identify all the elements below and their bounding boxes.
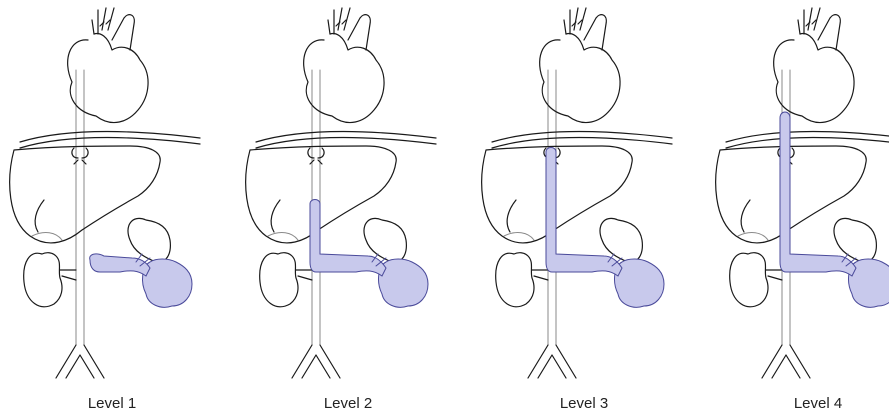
- right-kidney: [730, 253, 768, 307]
- iliac-bifurcation: [762, 345, 810, 378]
- adrenal-right: [738, 233, 768, 240]
- aortic-arch-detail: [572, 20, 582, 26]
- liver-fold: [271, 200, 280, 232]
- panel-caption: Level 1: [52, 395, 172, 412]
- iliac-bifurcation: [292, 345, 340, 378]
- anatomy-diagram: [706, 0, 889, 390]
- kidney-tumor-mass: [143, 259, 192, 307]
- panel-caption: Level 2: [288, 395, 408, 412]
- liver-fold: [35, 200, 44, 232]
- adrenal-right: [268, 233, 298, 240]
- panel-level-4: Level 4: [706, 0, 889, 417]
- right-kidney: [260, 253, 298, 307]
- panel-level-1: Level 1: [0, 0, 240, 417]
- aortic-arch-detail: [100, 20, 110, 26]
- right-kidney: [496, 253, 534, 307]
- liver-outline: [482, 146, 633, 243]
- right-renal-vein: [60, 270, 76, 280]
- great-vessels: [564, 8, 606, 50]
- hepatic-veins: [308, 148, 324, 164]
- anatomy-diagram: [472, 0, 712, 390]
- liver-fold: [741, 200, 750, 232]
- right-renal-vein: [532, 270, 548, 280]
- heart-outline: [540, 34, 620, 123]
- tumor-thrombus: [546, 148, 622, 277]
- adrenal-right: [504, 233, 534, 240]
- aortic-arch-detail: [336, 20, 346, 26]
- kidney-tumor-mass: [379, 259, 428, 307]
- left-kidney: [128, 218, 170, 262]
- panel-caption: Level 3: [524, 395, 644, 412]
- iliac-bifurcation: [56, 345, 104, 378]
- right-renal-vein: [766, 270, 782, 280]
- right-renal-vein: [296, 270, 312, 280]
- iliac-bifurcation: [528, 345, 576, 378]
- panel-level-2: Level 2: [236, 0, 476, 417]
- liver-fold: [507, 200, 516, 232]
- right-kidney: [24, 253, 62, 307]
- great-vessels: [92, 8, 134, 50]
- diaphragm-upper: [726, 132, 889, 142]
- adrenal-right: [32, 233, 62, 240]
- hepatic-veins: [72, 148, 88, 164]
- anatomy-diagram: [0, 0, 240, 390]
- liver-outline: [716, 146, 867, 243]
- liver-outline: [10, 146, 161, 243]
- kidney-tumor-mass: [615, 259, 664, 307]
- aortic-arch-detail: [806, 20, 816, 26]
- heart-outline: [774, 34, 854, 123]
- panel-level-3: Level 3: [472, 0, 712, 417]
- great-vessels: [328, 8, 370, 50]
- anatomy-diagram: [236, 0, 476, 390]
- great-vessels: [798, 8, 840, 50]
- panel-caption: Level 4: [758, 395, 878, 412]
- heart-outline: [304, 34, 384, 123]
- heart-outline: [68, 34, 148, 123]
- liver-outline: [246, 146, 397, 243]
